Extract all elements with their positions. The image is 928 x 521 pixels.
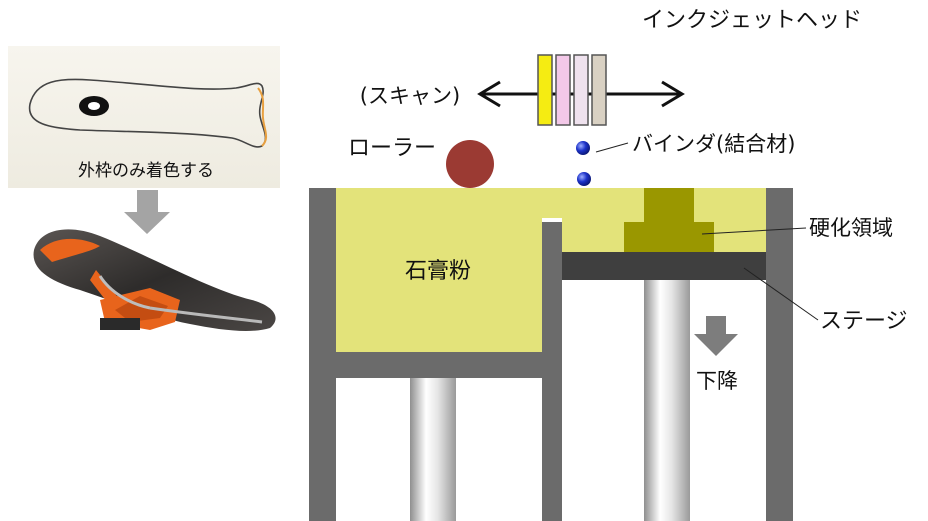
binder-drop-upper (576, 141, 590, 155)
cured-leader-line (701, 227, 807, 235)
cured-region (624, 188, 714, 252)
supply-piston-rod (410, 378, 456, 521)
down-arrow-icon (124, 190, 170, 234)
powder-supply-bed (336, 188, 542, 352)
nozzle-beige (591, 54, 607, 126)
stage-leader-line (743, 267, 819, 321)
seat-outline-shape (28, 78, 267, 148)
seat-hole-inner (88, 102, 100, 110)
saddle-orange-front (40, 238, 100, 262)
binder-leader-line (595, 142, 629, 153)
binder-label: バインダ(結合材) (632, 132, 795, 156)
center-wall (542, 222, 562, 521)
descend-label: 下降 (696, 369, 738, 393)
nozzle-light-pink (573, 54, 589, 126)
cured-region-label: 硬化領域 (809, 216, 893, 240)
seat-outline-orange-edge (257, 87, 268, 147)
roller-label: ローラー (348, 136, 436, 161)
gypsum-powder-label: 石膏粉 (405, 259, 471, 284)
nozzle-yellow (537, 54, 553, 126)
saddle-base (100, 318, 140, 330)
saddle-clamp-shadow (115, 296, 168, 322)
saddle-rail (149, 306, 263, 324)
roller (446, 140, 494, 188)
nozzle-pink (555, 54, 571, 126)
saddle-rail-front (98, 275, 151, 310)
descend-arrow-icon (694, 316, 738, 356)
right-outer-wall (766, 188, 793, 521)
saddle-body (33, 229, 276, 331)
build-stage (562, 252, 766, 280)
bicycle-saddle-image (33, 229, 276, 331)
stage-label: ステージ (820, 309, 908, 334)
build-piston-rod (644, 280, 690, 521)
inkjet-head-label: インクジェットヘッド (642, 8, 862, 33)
inkjet-head (537, 54, 607, 126)
supply-piston-plate (336, 352, 542, 378)
seat-outline-panel: 外枠のみ着色する (8, 46, 280, 188)
scan-label: (スキャン) (360, 84, 460, 108)
panel-background (8, 46, 280, 188)
outline-only-label: 外枠のみ着色する (78, 161, 214, 181)
left-outer-wall (309, 188, 336, 521)
binder-drop-lower (577, 172, 591, 186)
